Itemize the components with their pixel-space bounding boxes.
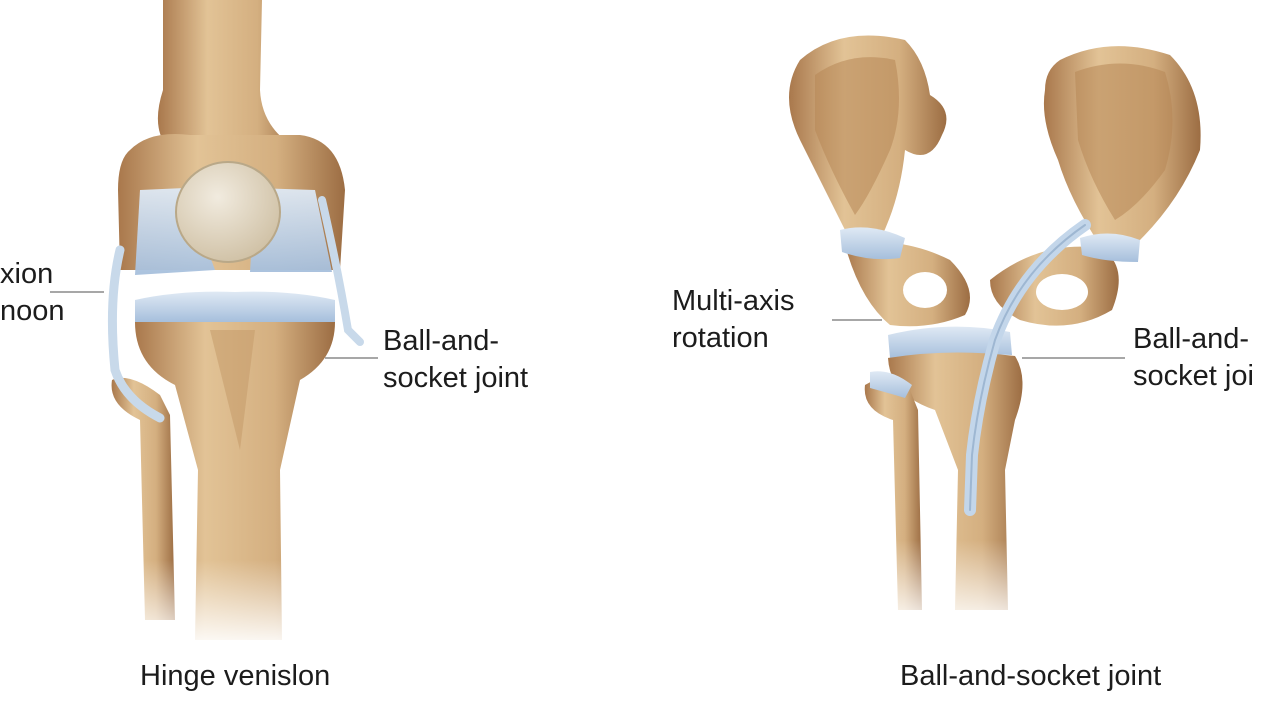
ilium-left-inner [815, 57, 899, 216]
acetabulum-cartilage-left [840, 227, 905, 260]
left-side-label-line2: noon [0, 295, 65, 327]
fibula [111, 377, 175, 620]
lateral-ligament [318, 196, 364, 346]
meniscus [135, 291, 335, 322]
femur-shaft [157, 0, 300, 150]
multi-axis-label: Multi-axis rotation [672, 283, 794, 357]
patella-ball [175, 161, 281, 263]
hip-caption: Ball-and-socket joint [900, 660, 1162, 692]
hip-joint-label-line1: Ball-and- [1133, 323, 1250, 355]
femoral-head-cartilage [888, 326, 1012, 358]
knee-joint-illustration [50, 0, 380, 650]
fibula-cartilage [870, 371, 912, 398]
multi-axis-label-line2: rotation [672, 322, 769, 354]
knee-joint-label: Ball-and- socket joint [383, 323, 528, 397]
medial-ligament [107, 245, 165, 423]
tibia-crest [210, 330, 255, 450]
tibia [135, 322, 335, 640]
left-side-label-line1: xion [0, 258, 54, 290]
acetabulum-cartilage-right [1080, 233, 1140, 262]
hip-joint-label-line2: socket joi [1133, 360, 1254, 392]
hip-joint-illustration [789, 35, 1201, 630]
knee-joint-label-line1: Ball-and- [383, 325, 500, 357]
ilium-right-inner [1075, 63, 1173, 220]
knee-joint-label-line2: socket joint [383, 362, 529, 394]
multi-axis-label-line1: Multi-axis [672, 285, 795, 317]
hip-joint-label: Ball-and- socket joi [1133, 321, 1254, 395]
knee-caption: Hinge venislon [140, 660, 331, 692]
left-side-label: xion noon [0, 256, 65, 330]
femur-cartilage-left [135, 188, 215, 275]
